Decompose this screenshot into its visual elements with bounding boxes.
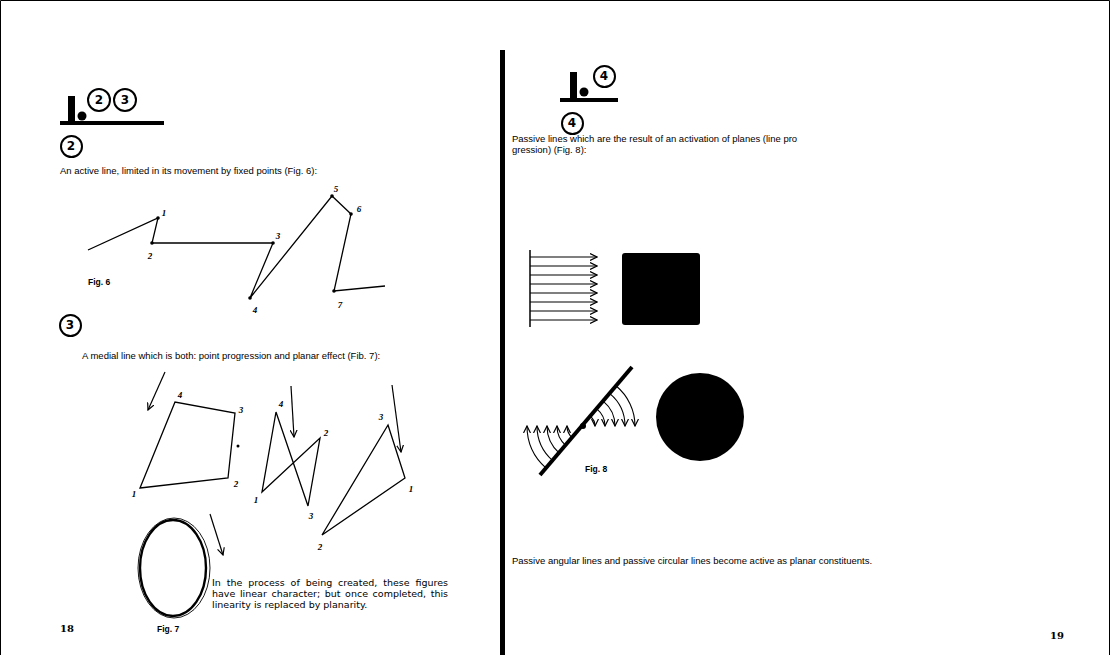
fixed-points <box>150 194 353 300</box>
progression-arrow <box>530 283 597 284</box>
rotation-arc <box>616 386 635 426</box>
rotation-arc <box>547 426 559 453</box>
pivot-dot <box>580 423 586 429</box>
active-line <box>88 196 385 298</box>
figure-caption: Fig. 6 <box>88 278 110 287</box>
point-number: 4 <box>279 400 284 409</box>
rotation-arc <box>591 417 595 426</box>
progression-arrows <box>530 257 597 320</box>
drawing-stroke <box>330 194 334 198</box>
black-disc <box>656 373 744 461</box>
circled-number: 2 <box>87 88 111 112</box>
medial-zigzag <box>262 412 320 506</box>
progression-arrow <box>530 265 597 266</box>
point-number: 3 <box>239 406 244 415</box>
header-bar <box>570 72 577 99</box>
direction-arrow <box>392 385 401 452</box>
direction-arrow <box>291 386 294 437</box>
body-text: Passive lines which are the result of an… <box>512 133 832 156</box>
point-number: 1 <box>132 490 137 499</box>
body-text: In the process of being created, these f… <box>212 578 448 611</box>
base-line <box>529 250 531 327</box>
black-square <box>622 253 700 325</box>
progression-arrow <box>530 274 597 275</box>
point-number: 2 <box>324 429 329 438</box>
section-number: 3 <box>66 319 74 331</box>
medial-square <box>140 402 235 488</box>
point-number: 3 <box>309 512 314 521</box>
drawing-stroke <box>271 241 275 245</box>
point-number: 2 <box>318 543 323 552</box>
body-text: Passive angular lines and passive circul… <box>512 555 892 566</box>
circled-number: 4 <box>593 65 616 88</box>
rotation-arc <box>537 426 553 461</box>
point-number: 1 <box>162 209 167 218</box>
medial-triangle <box>322 425 405 535</box>
section-number: 2 <box>95 94 103 106</box>
rotation-arc <box>597 409 605 426</box>
point-number: 7 <box>338 301 343 310</box>
drawing-stroke <box>248 296 252 300</box>
drawing-stroke <box>150 241 154 245</box>
rotation-arc <box>527 426 546 468</box>
point-number: 4 <box>178 391 183 400</box>
progression-arrow <box>530 256 597 257</box>
figure-caption: Fig. 8 <box>585 465 607 474</box>
page-number: 19 <box>1050 631 1064 641</box>
point-number: 2 <box>148 252 153 261</box>
point-number: 4 <box>253 306 258 315</box>
header-rule <box>60 121 164 125</box>
header-bar <box>68 96 75 123</box>
drawing-stroke <box>332 289 336 293</box>
section-number: 4 <box>600 70 608 82</box>
rotation-arc <box>567 426 572 438</box>
medial-ellipse <box>140 520 206 616</box>
body-text: An active line, limited in its movement … <box>60 165 480 176</box>
frame-line <box>1109 1 1110 655</box>
circled-number: 3 <box>59 314 82 337</box>
point-number: 1 <box>409 485 414 494</box>
point-number: 2 <box>234 480 239 489</box>
page-gutter <box>500 50 505 655</box>
section-number: 2 <box>67 140 75 152</box>
frame-line <box>0 1 1 655</box>
point-number: 3 <box>379 413 384 422</box>
direction-arrow <box>210 514 223 555</box>
point-number: 1 <box>254 496 259 505</box>
point-number: 6 <box>357 205 362 214</box>
header-dot <box>78 112 87 121</box>
rotation-arc <box>557 426 566 446</box>
progression-arrow <box>530 292 597 293</box>
header-rule <box>560 98 618 102</box>
drawing-stroke <box>349 212 353 216</box>
rotating-line <box>540 367 632 475</box>
rotation-arc <box>603 401 615 426</box>
header-dot <box>580 88 589 97</box>
section-number: 3 <box>121 94 129 106</box>
point-number: 5 <box>334 185 339 194</box>
circled-number: 2 <box>60 135 83 158</box>
progression-arrow <box>530 310 597 311</box>
circled-number: 4 <box>561 112 584 135</box>
progression-arrow <box>530 301 597 302</box>
rotation-arcs <box>527 386 635 468</box>
dot <box>237 445 240 448</box>
section-number: 4 <box>568 117 576 129</box>
rotation-arc <box>610 394 625 426</box>
drawing-stroke <box>156 216 160 220</box>
point-number: 3 <box>276 232 281 241</box>
figure-caption: Fig. 7 <box>157 625 179 634</box>
medial-ellipse <box>138 518 210 618</box>
progression-arrow <box>530 319 597 320</box>
direction-arrow <box>148 372 165 410</box>
circled-number: 3 <box>113 88 137 112</box>
frame-line <box>1 0 1110 1</box>
body-text: A medial line which is both: point progr… <box>82 350 502 361</box>
page-number: 18 <box>60 624 74 634</box>
